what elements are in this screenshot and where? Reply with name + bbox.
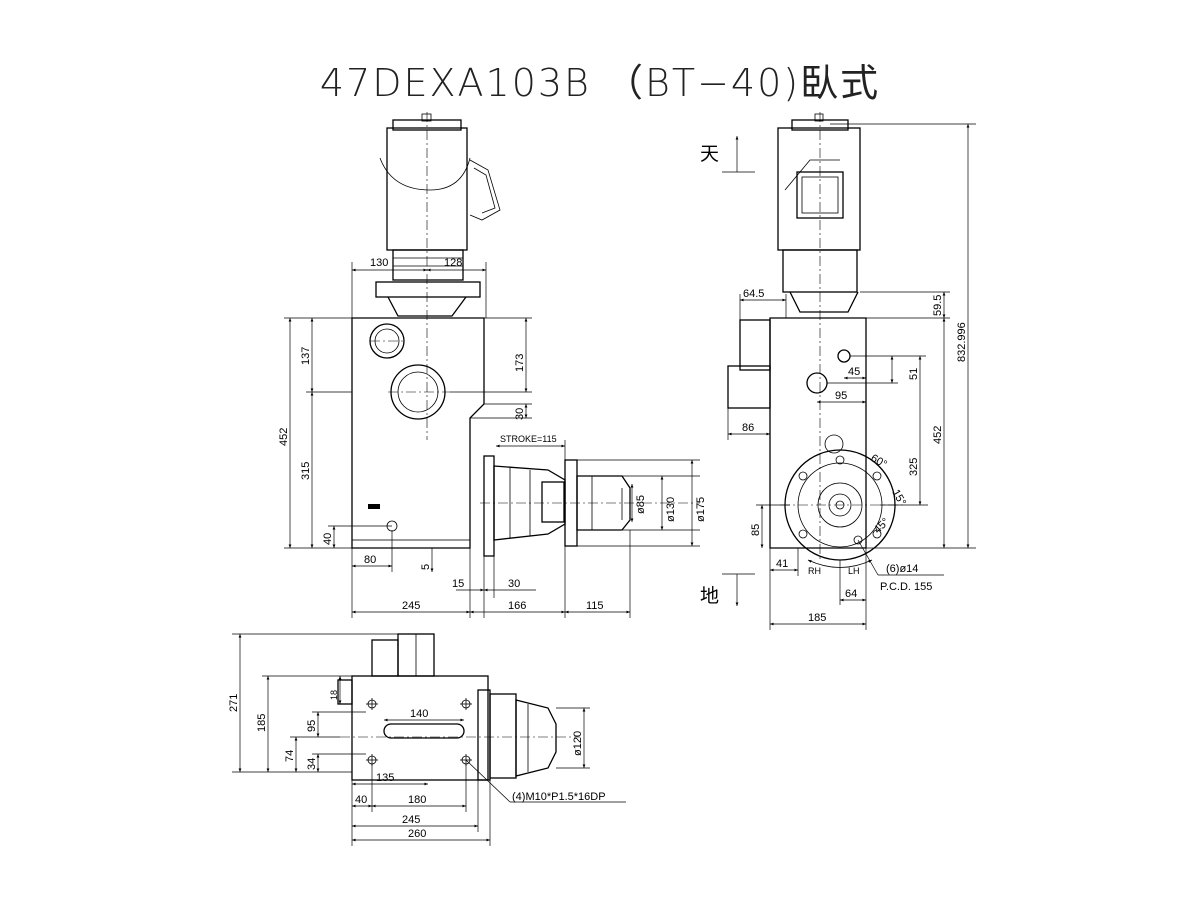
dim-59-5: 59.5 xyxy=(932,295,944,316)
dim-115: 115 xyxy=(586,600,604,612)
dim-phi130: ø130 xyxy=(665,497,677,522)
dim-137: 137 xyxy=(300,347,312,365)
dim-245: 245 xyxy=(402,600,420,612)
dim-34: 34 xyxy=(306,758,318,770)
dim-260: 260 xyxy=(408,828,426,840)
dimension-lines xyxy=(232,123,976,846)
pcd-note: P.C.D. 155 xyxy=(880,581,932,593)
top-view xyxy=(337,633,580,781)
down-label: 地 xyxy=(700,585,719,607)
dim-832-996: 832.996 xyxy=(956,322,968,362)
lh-label: LH xyxy=(848,566,860,576)
stroke-label: STROKE=115 xyxy=(500,434,557,444)
rh-label: RH xyxy=(808,566,821,576)
dim-40: 40 xyxy=(322,533,334,545)
dim-41: 41 xyxy=(776,558,788,570)
dim-74: 74 xyxy=(284,750,296,762)
dim-phi85: ø85 xyxy=(635,495,647,514)
dim-452: 452 xyxy=(278,428,290,446)
holes-note: (6)ø14 xyxy=(886,563,918,575)
dim-185-top: 185 xyxy=(256,714,268,732)
side-view xyxy=(727,112,905,568)
up-label: 天 xyxy=(700,143,719,165)
dim-185-side: 185 xyxy=(808,612,826,624)
drawing-title: 47DEXA103B （BT−40)臥式 xyxy=(319,61,881,105)
top-view-labels: 271 185 74 34 95 18 140 135 40 180 245 2… xyxy=(228,690,606,840)
dim-15: 15 xyxy=(452,578,464,590)
dim-51: 51 xyxy=(908,368,920,380)
dim-5: 5 xyxy=(420,564,432,570)
front-motor xyxy=(375,113,501,317)
dim-phi120: ø120 xyxy=(572,731,584,756)
front-view-labels: 130 128 452 137 315 40 173 30 80 5 15 30… xyxy=(278,257,707,612)
front-housing xyxy=(351,317,485,549)
dim-45: 45 xyxy=(848,366,860,378)
dim-130: 130 xyxy=(370,257,388,269)
dim-180: 180 xyxy=(408,794,426,806)
dim-95-top: 95 xyxy=(306,720,318,732)
thread-note: (4)M10*P1.5*16DP xyxy=(512,791,606,803)
angle-60: 60° xyxy=(869,452,889,471)
dim-18: 18 xyxy=(329,690,339,700)
dim-245-top: 245 xyxy=(402,814,420,826)
dim-80: 80 xyxy=(364,554,376,566)
dim-452-side: 452 xyxy=(932,426,944,444)
dim-325: 325 xyxy=(908,458,920,476)
dim-64-5: 64.5 xyxy=(743,288,764,300)
dim-86: 86 xyxy=(742,422,754,434)
dim-128: 128 xyxy=(444,257,462,269)
dim-95: 95 xyxy=(835,390,847,402)
dim-30-vertical: 30 xyxy=(514,408,526,420)
dim-64: 64 xyxy=(845,588,857,600)
side-view-labels: 天 地 64.5 59.5 832.996 45 51 95 86 452 32… xyxy=(700,143,968,624)
angle-45: 45° xyxy=(872,516,892,536)
dim-173: 173 xyxy=(514,354,526,372)
dim-166: 166 xyxy=(508,600,526,612)
dim-271: 271 xyxy=(228,694,240,712)
dim-85: 85 xyxy=(750,524,762,536)
dim-40-top: 40 xyxy=(355,794,367,806)
side-motor xyxy=(777,113,861,313)
dim-phi175: ø175 xyxy=(695,497,707,522)
dim-140: 140 xyxy=(410,708,428,720)
dim-315: 315 xyxy=(300,462,312,480)
dim-30-horizontal: 30 xyxy=(508,578,520,590)
dim-135: 135 xyxy=(376,772,394,784)
